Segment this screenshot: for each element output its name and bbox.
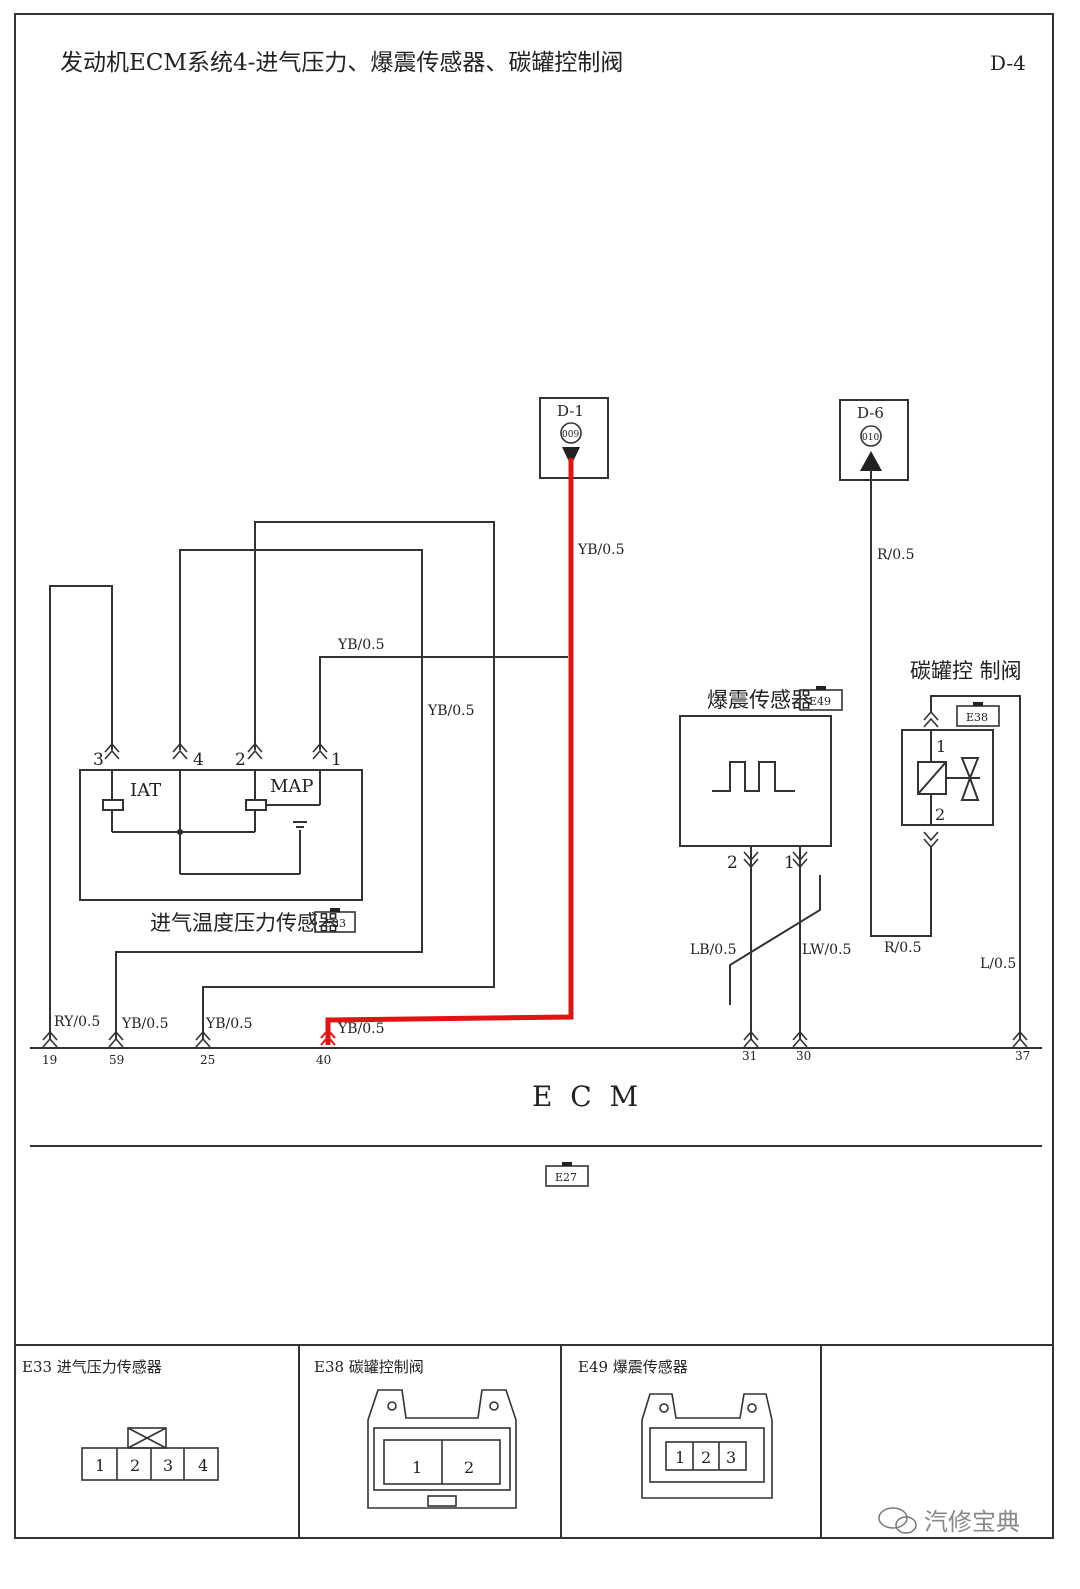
ecm-block[interactable] [30, 1047, 1042, 1147]
wire-label-ecm25: YB/0.5 [205, 1016, 253, 1032]
ecm-pin-59: 59 [109, 1053, 124, 1067]
svg-text:E38: E38 [966, 711, 988, 724]
square-wave-icon [712, 761, 795, 792]
d1-label: D-1 [557, 402, 584, 420]
ecm-pin-30: 30 [796, 1049, 811, 1063]
knock-pin-2: 2 [727, 853, 738, 873]
wire-label-valve-pin2: R/0.5 [884, 940, 922, 956]
highlight-wire-yb [325, 458, 574, 1045]
d6-code: 010 [862, 433, 879, 443]
e33-view-title: E33 进气压力传感器 [22, 1358, 162, 1376]
e38-connector-face [367, 1389, 517, 1509]
canister-valve-wiring [870, 470, 1021, 1040]
map-pin-2: 2 [235, 750, 246, 770]
e49-pin-3: 3 [726, 1448, 736, 1467]
iat-label: IAT [130, 780, 161, 801]
e38-tag: E38 [956, 702, 1000, 727]
map-label: MAP [270, 776, 314, 797]
canister-valve-name: 碳罐控 制阀 [910, 659, 1022, 683]
e27-tag: E27 [545, 1162, 589, 1187]
canister-valve[interactable] [901, 729, 994, 826]
knock-pin-chevrons [743, 851, 808, 869]
ecm-pin-25: 25 [200, 1053, 215, 1067]
e49-view-title: E49 爆震传感器 [578, 1358, 688, 1376]
d6-label: D-6 [857, 404, 884, 422]
map-sensor-wiring [49, 521, 568, 1040]
svg-text:E33: E33 [324, 917, 346, 930]
connector-panel [15, 1344, 1053, 1538]
knock-sensor-name: 爆震传感器 [707, 688, 812, 712]
wire-label-d6: R/0.5 [877, 547, 915, 563]
e38-pin-2: 2 [464, 1458, 474, 1477]
ecm-label: E C M [532, 1080, 638, 1113]
map-sensor-pin-chevrons [104, 742, 328, 760]
ecm-pin-40-chevron [320, 1028, 336, 1046]
knock-sensor-wiring [729, 846, 821, 1040]
ecm-pin-19: 19 [42, 1053, 57, 1067]
e33-pin-1: 1 [95, 1456, 105, 1475]
connector-ref-d1[interactable]: D-1 009 [539, 397, 609, 479]
e33-pin-2: 2 [130, 1456, 140, 1475]
d1-code: 009 [562, 430, 579, 440]
wire-label-ecm31: LB/0.5 [690, 942, 737, 958]
e38-pin-1: 1 [412, 1458, 422, 1477]
e38-view-title: E38 碳罐控制阀 [314, 1358, 424, 1376]
svg-text:E27: E27 [555, 1171, 577, 1184]
e49-pin-1: 1 [675, 1448, 685, 1467]
svg-text:汽修宝典: 汽修宝典 [924, 1508, 1020, 1536]
wire-label-map-pin4: YB/0.5 [427, 703, 475, 719]
page-code: D-4 [990, 51, 1026, 75]
page-title: 发动机ECM系统4-进气压力、爆震传感器、碳罐控制阀 [60, 50, 623, 76]
wire-label-ecm40: YB/0.5 [337, 1021, 385, 1037]
e33-connector-face [81, 1427, 219, 1481]
wire-label-ecm30: LW/0.5 [802, 942, 851, 958]
map-sensor-body[interactable] [79, 769, 363, 901]
page-frame [14, 13, 1054, 1539]
wire-label-ecm37: L/0.5 [980, 956, 1016, 972]
e33-pin-4: 4 [198, 1456, 208, 1475]
wire-label-map-pin1: YB/0.5 [337, 637, 385, 653]
watermark: 汽修宝典 [878, 1507, 1020, 1536]
valve-pin-2: 2 [935, 805, 945, 824]
map-sensor-name: 进气温度压力传感器 [150, 911, 339, 935]
wechat-icon [878, 1507, 908, 1529]
wire-label-d1: YB/0.5 [577, 542, 625, 558]
map-pin-1: 1 [331, 750, 342, 770]
knock-pin-1: 1 [784, 853, 795, 873]
d1-arrow-icon [562, 447, 580, 466]
ecm-pin-chevrons [42, 1030, 1028, 1048]
valve-pin-1: 1 [936, 737, 946, 756]
d6-arrow-icon [860, 451, 882, 471]
map-pin-3: 3 [93, 750, 104, 770]
e49-connector-face [641, 1393, 773, 1499]
e33-tag: E33 [314, 908, 356, 933]
e49-pin-2: 2 [701, 1448, 711, 1467]
map-pin-4: 4 [193, 750, 204, 770]
e49-tag: E49 [799, 686, 843, 711]
ecm-pin-40: 40 [316, 1053, 331, 1067]
svg-text:E49: E49 [809, 695, 831, 708]
wire-label-ecm19: RY/0.5 [54, 1014, 100, 1030]
wire-label-ecm59: YB/0.5 [121, 1016, 169, 1032]
connector-ref-d6[interactable]: D-6 010 [839, 399, 909, 481]
e33-pin-3: 3 [163, 1456, 173, 1475]
ecm-pin-37: 37 [1015, 1049, 1030, 1063]
knock-sensor[interactable] [679, 715, 832, 847]
ecm-pin-31: 31 [742, 1049, 757, 1063]
